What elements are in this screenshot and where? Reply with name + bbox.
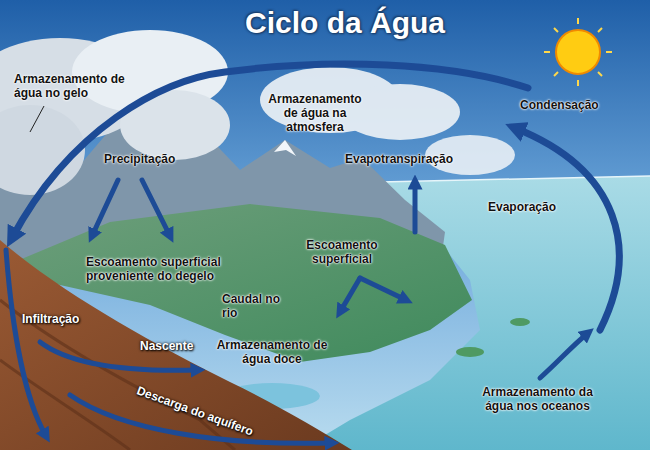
cycle-label-text: Armazenamento de água no gelo	[14, 72, 125, 100]
sun-ray	[598, 28, 602, 32]
cloud	[260, 67, 460, 140]
precipitation-arrow	[92, 180, 118, 236]
cycle-label-text: Armazenamento de água doce	[217, 338, 328, 366]
cycle-label-text: Armazenamento de água na atmosfera	[268, 92, 361, 134]
soil-layer	[0, 360, 130, 450]
sun	[544, 18, 612, 86]
atmosphere-arrow	[12, 64, 528, 238]
ocean-arrow	[540, 333, 588, 378]
sun-rays	[544, 18, 612, 86]
horizon	[380, 176, 650, 182]
runoff-arrow	[360, 278, 406, 300]
cycle-label: Armazenamento da água nos oceanos	[470, 385, 605, 413]
cycle-label: Escoamento superficial proveniente do de…	[86, 255, 238, 283]
snow-cap	[274, 140, 296, 156]
cycle-label: Condensação	[520, 98, 620, 112]
sun-ray	[554, 28, 558, 32]
precipitation-arrow	[142, 180, 170, 236]
evaporation-arrow	[515, 128, 619, 330]
cycle-label: Evapotranspiração	[345, 152, 473, 166]
evapotranspiration-arrow	[413, 182, 418, 232]
sun-ray	[554, 72, 558, 76]
cycle-label-text: Evapotranspiração	[345, 152, 453, 166]
soil-section	[0, 240, 352, 450]
sun-disc	[556, 30, 600, 74]
island	[510, 318, 530, 326]
cycle-label-text: Condensação	[520, 98, 599, 112]
storm-cloud	[0, 30, 230, 195]
cycle-label-text: Nascente	[140, 339, 193, 353]
cycle-label-text: Escoamento superficial	[306, 238, 377, 266]
sun-ray	[606, 51, 612, 53]
soil-layer	[0, 300, 235, 450]
cycle-label: Caudal no rio	[222, 292, 286, 320]
cycle-label: Precipitação	[104, 152, 204, 166]
cycle-label: Nascente	[140, 339, 210, 353]
runoff-arrow	[340, 278, 360, 312]
cycle-label-text: Caudal no rio	[222, 292, 280, 320]
cycle-label: Armazenamento de água na atmosfera	[262, 92, 368, 134]
cycle-label: Armazenamento de água no gelo	[14, 72, 138, 100]
diagram-title: Ciclo da Água	[245, 6, 445, 40]
sun-ray	[598, 72, 602, 76]
sun-ray	[577, 80, 579, 86]
cycle-label-text: Infiltração	[22, 312, 79, 326]
cycle-arrows	[6, 64, 619, 443]
cycle-label-text: Evaporação	[488, 200, 556, 214]
cycle-label: Infiltração	[22, 312, 102, 326]
leader-line	[30, 106, 44, 132]
sun-ray	[544, 51, 550, 53]
cycle-label-text: Escoamento superficial proveniente do de…	[86, 255, 221, 283]
cycle-label: Escoamento superficial	[296, 238, 388, 266]
cycle-label-text: Armazenamento da água nos oceanos	[482, 385, 593, 413]
cycle-label: Evaporação	[488, 200, 580, 214]
sun-ray	[577, 18, 579, 24]
cycle-label-text: Precipitação	[104, 152, 175, 166]
cycle-label: Armazenamento de água doce	[216, 338, 328, 366]
island	[456, 347, 484, 357]
